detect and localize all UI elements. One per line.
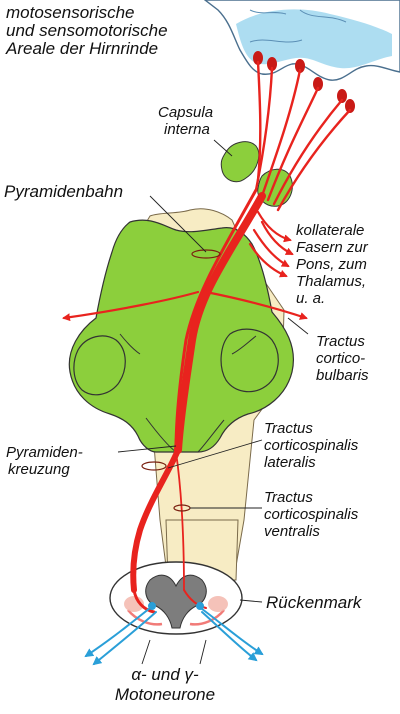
motoneurone-label: α- und γ- Motoneurone: [90, 665, 240, 705]
capsula-interna-label-line2: interna: [164, 121, 210, 138]
bulbaris-label-line3: bulbaris: [316, 367, 369, 384]
motor-fibers: [84, 602, 264, 666]
lateralis-label-line2: corticospinalis: [264, 437, 359, 454]
kreuzung-label-line1: Pyramiden-: [6, 444, 83, 461]
cortex-label: motosensorische und sensomotorische Area…: [6, 4, 168, 58]
capsula-interna-lobes: [220, 141, 293, 207]
ventralis-label-line2: corticospinalis: [264, 506, 359, 523]
capsula-interna-label-line1: Capsula: [158, 104, 214, 121]
ventralis-label-line1: Tractus: [264, 489, 313, 506]
kollaterale-fasern-label: kollaterale Fasern zur Pons, zum Thalamu…: [296, 222, 368, 307]
kreuzung-label-line2: kreuzung: [8, 461, 70, 478]
kollaterale-label-line2: Fasern zur: [296, 239, 368, 256]
tractus-corticobulbaris-label: Tractus cortico- bulbaris: [316, 333, 369, 384]
kollaterale-label-line4: Thalamus,: [296, 273, 367, 290]
kollaterale-label-line3: Pons, zum: [296, 256, 367, 273]
tractus-ventralis-label: Tractus corticospinalis ventralis: [264, 489, 358, 540]
lateralis-label-line1: Tractus: [264, 420, 313, 437]
cortex-label-line1: motosensorische: [6, 3, 135, 22]
pyramidenkreuzung-label: Pyramiden- kreuzung: [6, 444, 83, 478]
capsula-interna-label: Capsula interna: [158, 104, 213, 138]
rueckenmark-label: Rückenmark: [266, 593, 362, 612]
cortex-label-line3: Areale der Hirnrinde: [6, 39, 159, 58]
tractus-lateralis-label: Tractus corticospinalis lateralis: [264, 420, 358, 471]
spinal-cord-section: [109, 561, 243, 635]
ventralis-label-line3: ventralis: [264, 523, 320, 540]
brainstem-green: [68, 219, 294, 453]
kollaterale-label-line1: kollaterale: [296, 222, 365, 239]
cortical-neurons: [253, 51, 355, 113]
motoneurone-label-line2: Motoneurone: [114, 685, 216, 704]
kollaterale-label-line5: u. a.: [296, 290, 326, 307]
pyramidenbahn-label: Pyramidenbahn: [4, 182, 124, 201]
cortex-label-line2: und sensomotorische: [6, 21, 168, 40]
motoneurone-label-line1: α- und γ-: [131, 665, 199, 684]
bulbaris-label-line1: Tractus: [316, 333, 365, 350]
leader-lines: [117, 139, 309, 665]
lateralis-label-line3: lateralis: [264, 454, 316, 471]
bulbaris-label-line2: cortico-: [316, 350, 366, 367]
